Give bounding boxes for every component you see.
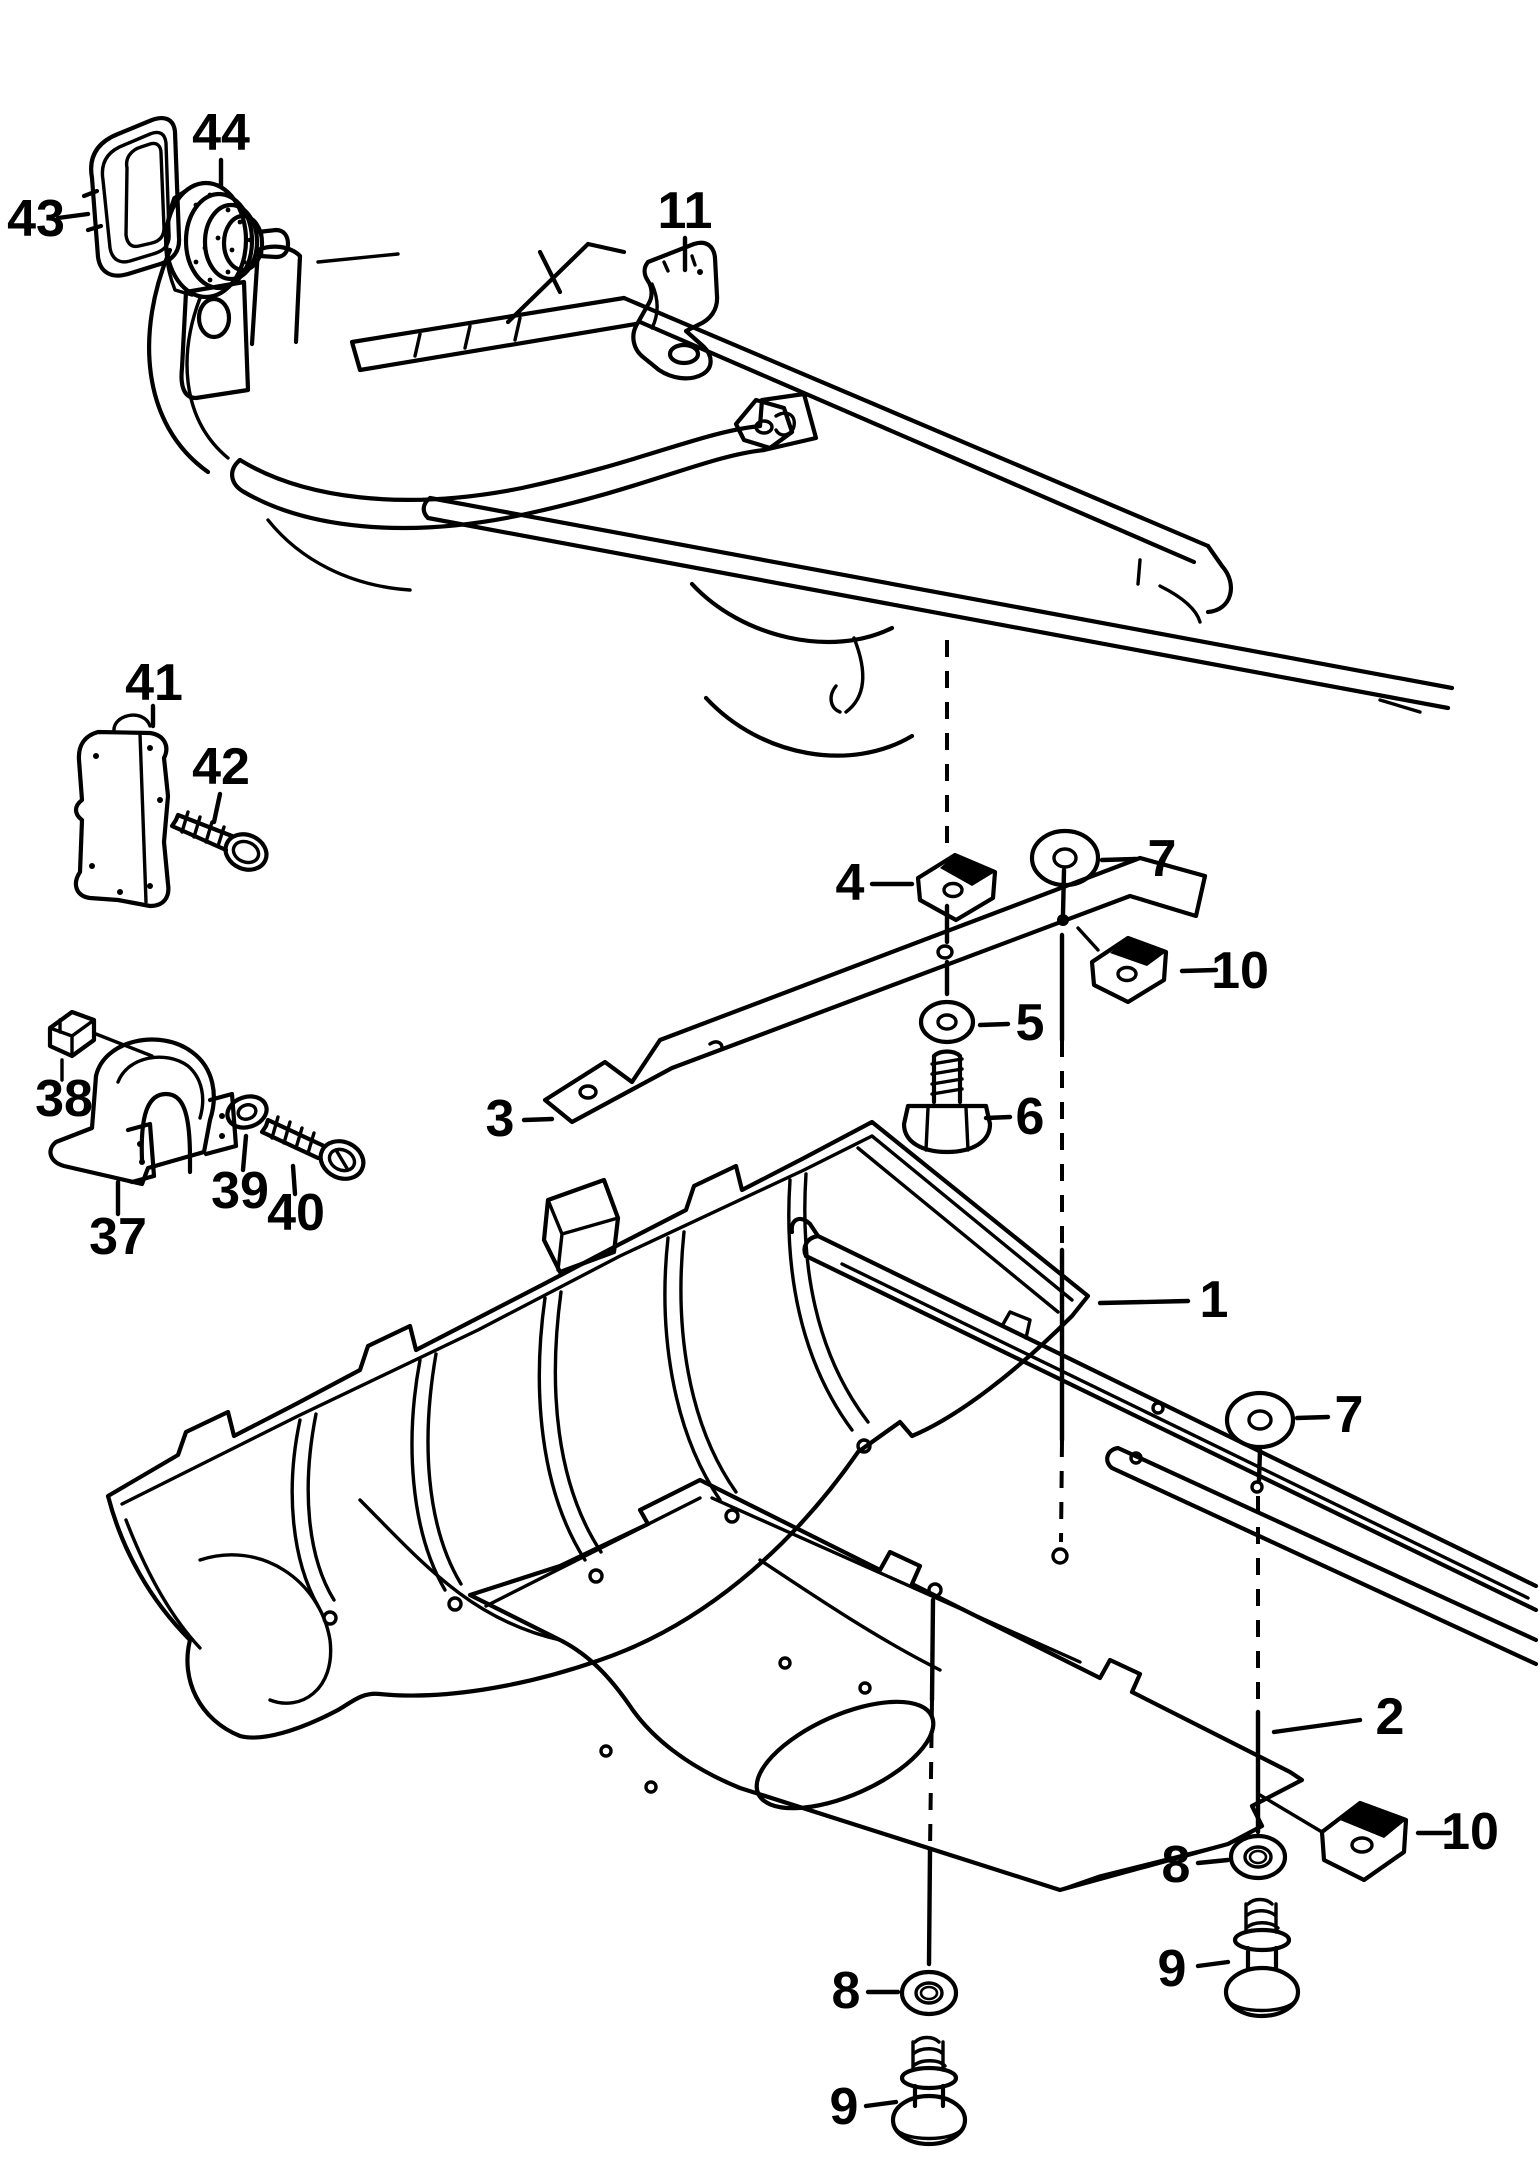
callout-8b[interactable]: 8	[1162, 1836, 1191, 1894]
washer-7a-part	[1029, 828, 1101, 917]
callout-11[interactable]: 11	[658, 182, 713, 240]
callout-5[interactable]: 5	[1016, 994, 1045, 1052]
callout-9b[interactable]: 9	[1158, 1940, 1187, 1998]
washer-39-part	[225, 1094, 269, 1130]
flange-bolt-9a-part	[890, 2035, 968, 2147]
callout-39[interactable]: 39	[211, 1162, 269, 1220]
callout-2[interactable]: 2	[1376, 1688, 1405, 1746]
subframe-illustration	[147, 241, 1455, 758]
flange-bolt-9b-part	[1223, 1897, 1301, 2019]
underbody-panel-2-part	[467, 1477, 1305, 1893]
axis-line-7a	[1051, 932, 1069, 1565]
callout-43[interactable]: 43	[7, 190, 65, 248]
callout-4[interactable]: 4	[836, 854, 865, 912]
saddle-clamp-37-part	[48, 1037, 239, 1187]
callout-40[interactable]: 40	[267, 1184, 325, 1242]
callout-38[interactable]: 38	[35, 1070, 93, 1128]
callout-10a[interactable]: 10	[1211, 942, 1269, 1000]
rubber-boot-part	[163, 180, 291, 300]
washer-8a-part	[899, 1969, 959, 2017]
axis-line-8b-9b	[1255, 1447, 1263, 1835]
clip-nut-10b-part	[1258, 1793, 1409, 1883]
hex-bolt-6-part	[901, 1049, 993, 1155]
callout-7a[interactable]: 7	[1148, 830, 1177, 888]
callout-44[interactable]: 44	[192, 104, 250, 162]
callout-41[interactable]: 41	[125, 654, 183, 712]
washer-5-part	[918, 999, 976, 1045]
boot-speckles	[193, 192, 253, 283]
callout-1[interactable]: 1	[1200, 1271, 1229, 1329]
bracket-11-part	[631, 240, 720, 381]
cross-brace-3-part	[542, 855, 1208, 1125]
bracket-41-part	[73, 713, 171, 909]
washer-8b-part	[1228, 1833, 1288, 1881]
axis-line-8a-9a	[926, 1597, 936, 1967]
callout-labels: 43 44 11 41 42 38 37 39 40 4 7 10 5 6 3 …	[7, 104, 1499, 2136]
clip-nut-10a-part	[1076, 926, 1169, 1005]
leader-lines	[55, 157, 1453, 2109]
callout-37[interactable]: 37	[89, 1208, 147, 1266]
washer-7b-part	[1224, 1390, 1296, 1450]
callout-9a[interactable]: 9	[830, 2078, 859, 2136]
callout-7b[interactable]: 7	[1335, 1386, 1364, 1444]
clip-nut-4-part	[915, 852, 998, 923]
seal-frame-part	[81, 115, 182, 278]
callout-6[interactable]: 6	[1016, 1088, 1045, 1146]
side-rail-illustration	[789, 1216, 1539, 1667]
callout-42[interactable]: 42	[192, 738, 250, 796]
underbody-panel-1-part	[105, 1119, 1091, 1740]
callout-3[interactable]: 3	[486, 1090, 515, 1148]
callout-10b[interactable]: 10	[1441, 1803, 1499, 1861]
callout-8a[interactable]: 8	[832, 1962, 861, 2020]
screw-40-part	[259, 1115, 366, 1181]
screw-42-part	[169, 810, 269, 872]
square-clip-38-part	[47, 1009, 154, 1082]
